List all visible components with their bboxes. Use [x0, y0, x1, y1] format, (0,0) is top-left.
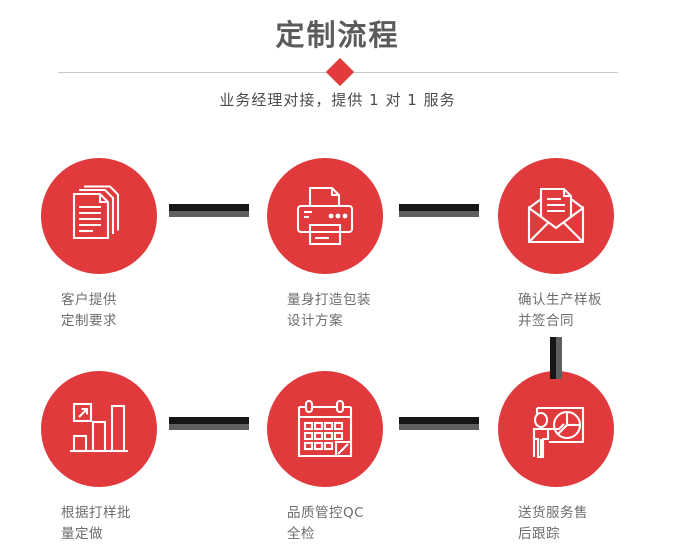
process-step-6: 送货服务售 后跟踪 — [498, 371, 658, 545]
step-4-caption: 根据打样批 量定做 — [61, 505, 131, 542]
bar-chart-growth-icon — [68, 400, 130, 458]
connector-gray-segment — [169, 211, 249, 217]
calendar-icon — [294, 399, 356, 459]
connector-gray-segment — [556, 337, 562, 379]
process-step-3: 确认生产样板 并签合同 — [498, 158, 658, 332]
process-step-4: 根据打样批 量定做 — [41, 371, 201, 545]
connector-dark-segment — [399, 204, 479, 211]
step-3-caption: 确认生产样板 并签合同 — [518, 292, 602, 329]
connector-gray-segment — [399, 424, 479, 430]
header-subtitle: 业务经理对接，提供 1 对 1 服务 — [219, 91, 456, 109]
step-1-circle — [41, 158, 157, 274]
envelope-document-icon — [524, 186, 588, 246]
process-step-1: 客户提供 定制要求 — [41, 158, 201, 332]
step-5-caption: 品质管控QC 全检 — [287, 505, 365, 542]
printer-icon — [293, 185, 357, 247]
step-2-circle — [267, 158, 383, 274]
process-step-2: 量身打造包装 设计方案 — [267, 158, 427, 332]
connector-step2-step3 — [399, 204, 479, 217]
connector-step1-step2 — [169, 204, 249, 217]
step-6-caption: 送货服务售 后跟踪 — [518, 505, 588, 542]
step-2-caption: 量身打造包装 设计方案 — [287, 292, 371, 329]
connector-dark-segment — [169, 204, 249, 211]
step-6-circle — [498, 371, 614, 487]
calendar-icon-wrapper — [267, 371, 383, 487]
step-4-circle — [41, 371, 157, 487]
connector-dark-segment — [169, 417, 249, 424]
connector-dark-segment — [399, 417, 479, 424]
connector-step4-step5 — [169, 417, 249, 430]
header: 定制流程 业务经理对接，提供 1 对 1 服务 — [0, 0, 675, 130]
connector-gray-segment — [399, 211, 479, 217]
connector-gray-segment — [169, 424, 249, 430]
presentation-pie-chart-icon — [524, 398, 588, 460]
step-3-circle — [498, 158, 614, 274]
page-title: 定制流程 — [275, 18, 400, 52]
connector-step5-step6 — [399, 417, 479, 430]
connector-step3-step6 — [550, 337, 562, 379]
documents-stack-icon — [68, 185, 130, 247]
connector-dark-segment — [550, 337, 556, 379]
step-1-caption: 客户提供 定制要求 — [61, 292, 117, 329]
process-step-5: 品质管控QC 全检 — [267, 371, 427, 545]
